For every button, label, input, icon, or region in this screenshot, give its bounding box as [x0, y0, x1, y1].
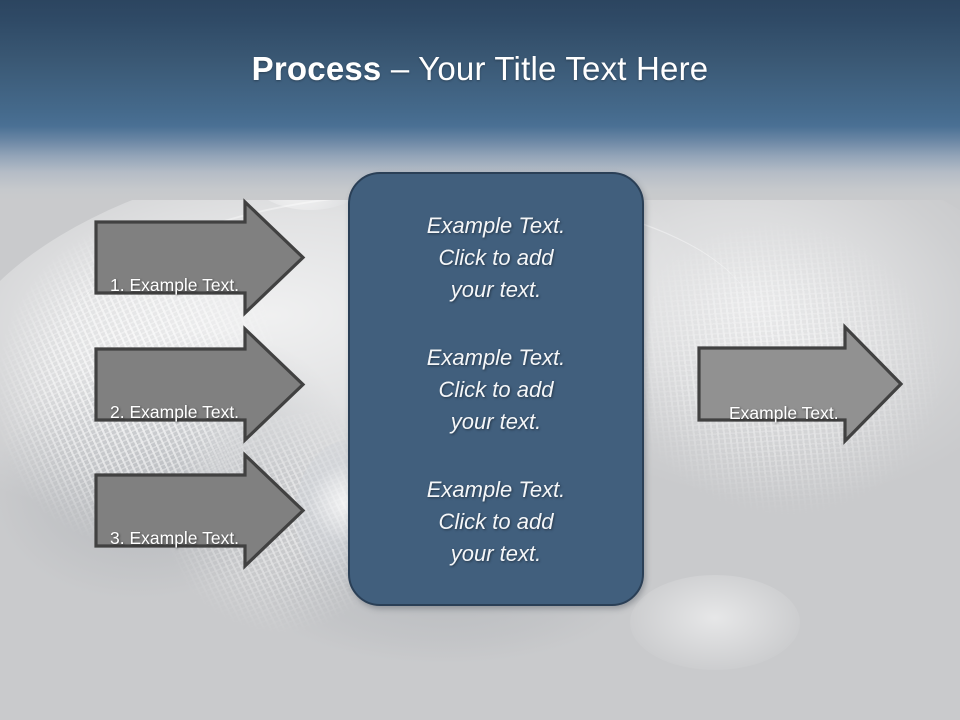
- output-arrow-label: Example Text.: [729, 403, 839, 423]
- panel-block-2-line-3: your text.: [450, 409, 542, 434]
- input-arrow-1-label: 1. Example Text.: [110, 275, 240, 295]
- input-arrow-1[interactable]: 1. Example Text.: [94, 198, 306, 317]
- panel-block-3-line-1: Example Text.: [426, 477, 566, 502]
- output-arrow[interactable]: Example Text.: [697, 323, 904, 445]
- panel-block-1-line-3: your text.: [450, 277, 542, 302]
- slide-title-rest: – Your Title Text Here: [381, 50, 709, 87]
- panel-block-1-line-2: Click to add: [438, 245, 554, 270]
- panel-block-2-line-2: Click to add: [438, 377, 554, 402]
- right-arrow-icon: [94, 451, 306, 570]
- input-arrow-2-label: 2. Example Text.: [110, 402, 240, 422]
- panel-block-3-line-3: your text.: [450, 541, 542, 566]
- right-arrow-icon: [94, 198, 306, 317]
- input-arrow-3-label: 3. Example Text.: [110, 528, 240, 548]
- right-arrow-icon: [697, 323, 904, 445]
- right-arrow-icon: [94, 325, 306, 444]
- panel-block-2-line-1: Example Text.: [426, 345, 566, 370]
- input-arrow-3[interactable]: 3. Example Text.: [94, 451, 306, 570]
- panel-text-block-2[interactable]: Example Text. Click to add your text.: [372, 342, 620, 438]
- panel-text-block-1[interactable]: Example Text. Click to add your text.: [372, 210, 620, 306]
- headlamp-highlight-bottom: [630, 575, 800, 670]
- slide-title-strong: Process: [251, 50, 382, 87]
- center-content-panel[interactable]: Example Text. Click to add your text. Ex…: [348, 172, 644, 606]
- panel-block-3-line-2: Click to add: [438, 509, 554, 534]
- panel-text-block-3[interactable]: Example Text. Click to add your text.: [372, 474, 620, 570]
- panel-block-1-line-1: Example Text.: [426, 213, 566, 238]
- slide-title: Process – Your Title Text Here: [0, 50, 960, 88]
- input-arrow-2[interactable]: 2. Example Text.: [94, 325, 306, 444]
- header-sky-gradient: [0, 0, 960, 200]
